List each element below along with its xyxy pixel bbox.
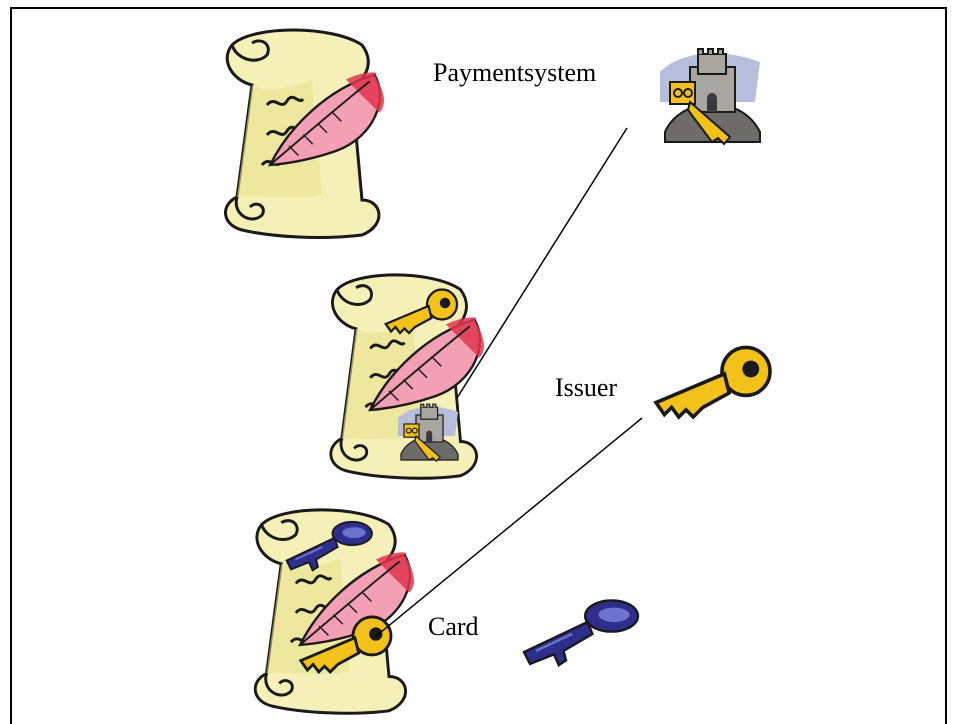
paymentsystem-label: Paymentsystem [433,58,596,88]
scroll-quill-blue-key-gold-key-icon [255,510,414,713]
gold-key-icon [656,347,770,417]
connector-payment-to-document [457,128,627,398]
card-label: Card [428,612,479,642]
scroll-quill-gold-key-castle-icon [331,275,484,478]
scroll-quill-icon [226,30,384,237]
castle-gold-key-icon [660,49,760,144]
issuer-label: Issuer [555,373,617,403]
navy-key-icon [524,600,638,665]
